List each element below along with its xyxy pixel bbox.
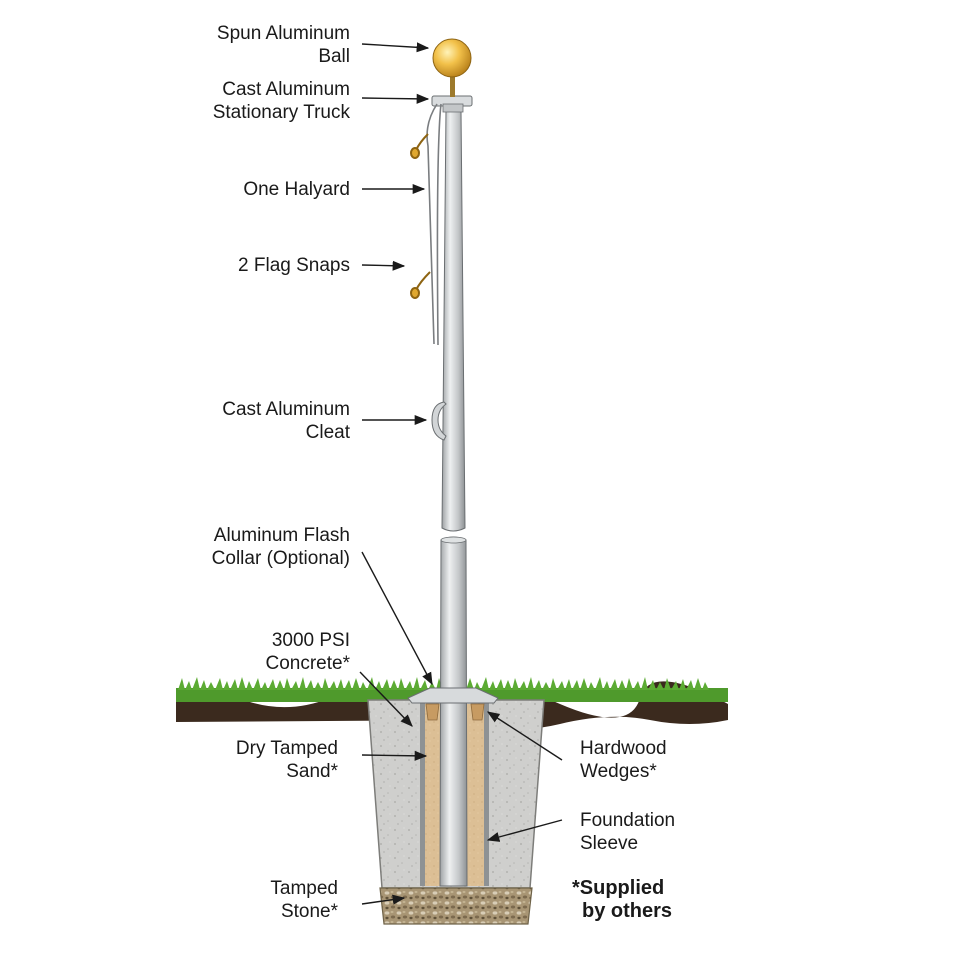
label-line: Cast Aluminum [222, 399, 350, 420]
label-line: Tamped [270, 878, 338, 899]
label-line: Ball [318, 46, 350, 67]
label-cleat: Cast Aluminum Cleat [222, 398, 350, 444]
flash-collar [407, 687, 499, 704]
label-hardwood-wedges: Hardwood Wedges* [580, 737, 667, 783]
halyard-rope [426, 103, 442, 346]
foundation-sleeve-right [484, 702, 489, 886]
spun-aluminum-ball [432, 38, 472, 78]
label-line: Stationary Truck [212, 102, 350, 123]
label-line: One Halyard [243, 179, 350, 200]
note-line: *Supplied [572, 877, 665, 899]
label-line: Cleat [305, 422, 350, 443]
label-line: Concrete* [265, 653, 351, 674]
label-line: Aluminum Flash [213, 525, 350, 546]
label-line: Collar (Optional) [211, 548, 350, 569]
pole-upper-section [441, 109, 466, 532]
label-line: 3000 PSI [271, 630, 350, 651]
supplied-by-others-note: *Supplied by others [572, 877, 672, 923]
hardwood-wedges [425, 703, 485, 721]
label-line: Cast Aluminum [222, 79, 350, 100]
label-flash-collar: Aluminum Flash Collar (Optional) [212, 524, 350, 570]
flag-snaps [410, 133, 431, 299]
label-line: Hardwood [580, 738, 667, 759]
tamped-stone [379, 887, 533, 925]
label-line: Foundation [580, 810, 676, 831]
grass-blades [178, 677, 728, 690]
label-flag-snaps: 2 Flag Snaps [238, 254, 350, 277]
label-line: Dry Tamped [235, 738, 338, 759]
label-line: Stone* [280, 901, 338, 922]
label-line: Sand* [286, 761, 338, 782]
label-foundation-sleeve: Foundation Sleeve [580, 809, 675, 855]
leader-arrows [359, 42, 563, 905]
pole-lower-section [439, 536, 468, 887]
label-line: Spun Aluminum [216, 23, 350, 44]
label-halyard: One Halyard [243, 178, 350, 201]
foundation-sleeve-left [420, 702, 425, 886]
label-line: 2 Flag Snaps [238, 255, 350, 276]
cleat [431, 401, 447, 441]
note-line: by others [582, 900, 673, 922]
label-sand: Dry Tamped Sand* [236, 737, 338, 783]
label-spun-aluminum-ball: Spun Aluminum Ball [217, 22, 350, 68]
label-stationary-truck: Cast Aluminum Stationary Truck [213, 78, 350, 124]
label-concrete: 3000 PSI Concrete* [266, 629, 351, 675]
label-line: Sleeve [580, 833, 639, 854]
label-line: Wedges* [580, 761, 657, 782]
label-stone: Tamped Stone* [270, 877, 338, 923]
